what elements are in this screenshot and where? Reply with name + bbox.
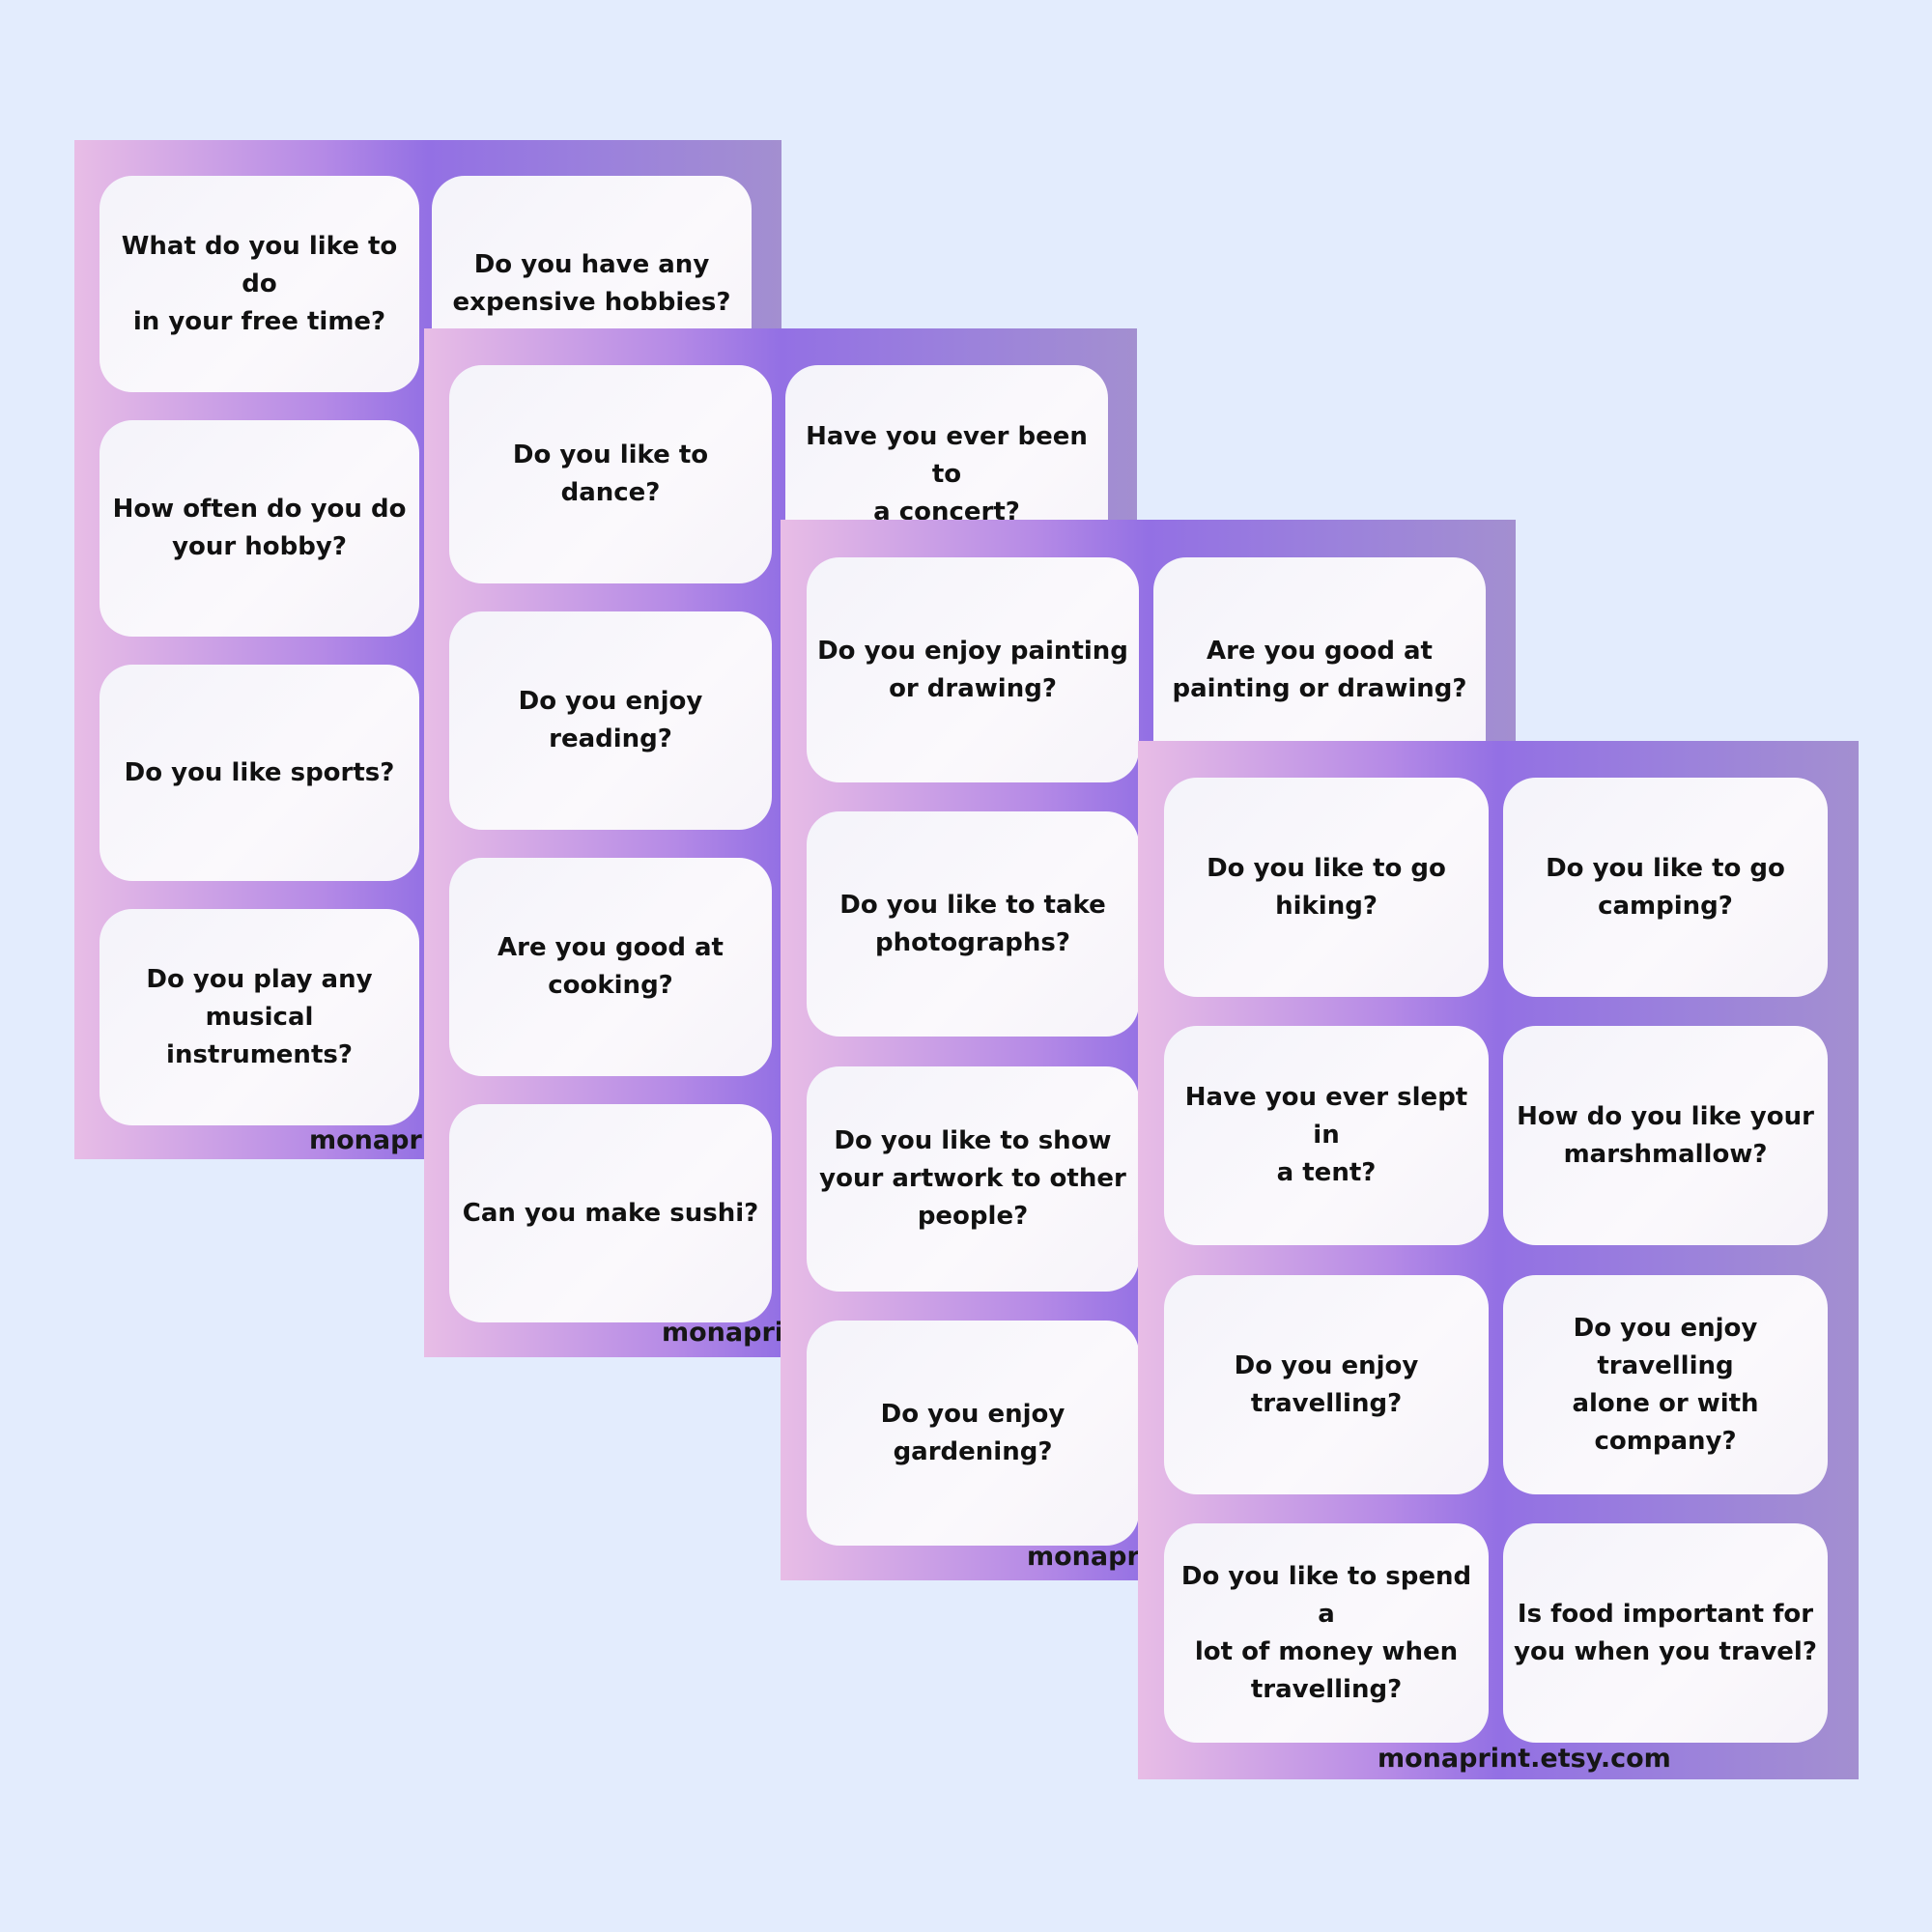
question-card: Is food important for you when you trave… — [1503, 1523, 1828, 1743]
question-card: Do you like to take photographs? — [807, 811, 1139, 1037]
question-card: Can you make sushi? — [449, 1104, 772, 1322]
question-card: Are you good at cooking? — [449, 858, 772, 1076]
question-card: Have you ever slept in a tent? — [1164, 1026, 1489, 1245]
question-card: Do you play any musical instruments? — [99, 909, 419, 1125]
question-card: What do you like to do in your free time… — [99, 176, 419, 392]
question-card: How often do you do your hobby? — [99, 420, 419, 637]
question-card: Do you enjoy gardening? — [807, 1321, 1139, 1546]
question-card: Do you enjoy travelling alone or with co… — [1503, 1275, 1828, 1494]
question-card: Do you like to dance? — [449, 365, 772, 583]
question-card: Do you enjoy painting or drawing? — [807, 557, 1139, 782]
question-card: Do you like to spend a lot of money when… — [1164, 1523, 1489, 1743]
question-card: Do you enjoy travelling? — [1164, 1275, 1489, 1494]
question-card: Do you like to show your artwork to othe… — [807, 1066, 1139, 1292]
sheet-footer: monaprint.etsy.com — [1378, 1744, 1671, 1774]
question-card: Do you like to go hiking? — [1164, 778, 1489, 997]
question-card: Do you like sports? — [99, 665, 419, 881]
question-sheet-4: Do you like to go hiking? Do you like to… — [1138, 741, 1859, 1779]
question-card: Do you like to go camping? — [1503, 778, 1828, 997]
question-card: How do you like your marshmallow? — [1503, 1026, 1828, 1245]
question-card: Do you enjoy reading? — [449, 611, 772, 830]
